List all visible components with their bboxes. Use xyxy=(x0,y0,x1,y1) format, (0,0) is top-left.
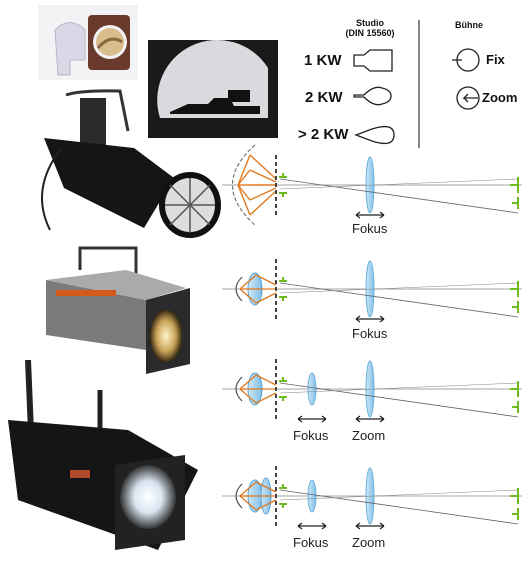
diagram-3-ray xyxy=(255,392,277,404)
diagram-1-screen xyxy=(510,177,519,209)
diagram-3-adjust-arrow-2 xyxy=(355,415,385,423)
lamp-1kw-label: 1 KW xyxy=(304,52,342,69)
diagram-3-ray xyxy=(239,374,257,390)
lamp-2kw-icon xyxy=(353,86,392,106)
diagram-2-adjust-arrow-1 xyxy=(355,315,385,323)
spotlight-1-illustration xyxy=(41,89,221,238)
diagram-4-screen xyxy=(510,488,519,520)
diagram-1-ray xyxy=(237,169,251,186)
diagram-1-ray xyxy=(237,184,251,216)
diagram-4-shutter xyxy=(279,484,287,508)
diagram-1-beam xyxy=(279,178,519,190)
diagram-3-reflector xyxy=(235,376,243,402)
diagram-4-beam xyxy=(279,489,519,501)
diagram-3-shutter xyxy=(279,377,287,401)
lamp-2kw-label: 2 KW xyxy=(305,89,343,106)
diagram-4-fokus-label: Fokus xyxy=(293,535,329,550)
diagram-4-ray xyxy=(255,481,277,493)
diagram-1-ray xyxy=(237,184,251,201)
diagram-2-beam xyxy=(279,282,519,294)
diagram-2-ray xyxy=(239,274,257,290)
diagram-3-beam xyxy=(279,382,519,418)
diagram-1-adjust-arrow-1 xyxy=(355,211,385,219)
diagram-3-fokus-label: Fokus xyxy=(293,428,329,443)
diagram-1-fokus-label: Fokus xyxy=(352,221,388,236)
diagram-2-shutter xyxy=(279,277,287,301)
buhne-header: Bühne xyxy=(455,20,483,30)
fix-mode-label: Fix xyxy=(486,52,505,67)
lamp-large-icon xyxy=(354,125,395,145)
diagram-4-adjust-arrow-2 xyxy=(355,522,385,530)
diagram-1-ray xyxy=(249,154,277,180)
optics-diagrams xyxy=(222,144,522,530)
lamp-large-label: > 2 KW xyxy=(298,126,349,143)
diagram-2-beam xyxy=(279,282,519,318)
spotlight-2-illustration xyxy=(46,246,190,374)
diagram-4-beam xyxy=(279,489,519,525)
diagram-3-ray xyxy=(239,388,257,404)
diagram-2-ray xyxy=(255,274,277,286)
diagram-4-zoom-label: Zoom xyxy=(352,535,386,550)
projection-photo xyxy=(148,39,278,138)
diagram-4-ray xyxy=(255,499,277,511)
gobo-illustration xyxy=(38,5,138,80)
diagram-4-reflector xyxy=(235,483,243,509)
zoom-mode-label: Zoom xyxy=(482,90,518,105)
diagram-3-zoom-label: Zoom xyxy=(352,428,386,443)
diagram-3-ray xyxy=(255,374,277,386)
diagram-4-adjust-arrow-1 xyxy=(297,522,327,530)
diagram-4-ray xyxy=(239,495,257,511)
diagram-2-fokus-label: Fokus xyxy=(352,326,388,341)
din-label: (DIN 15560) xyxy=(345,28,395,38)
diagram-4-lens-1 xyxy=(307,479,317,513)
studio-label: Studio xyxy=(356,18,384,28)
diagram-3-adjust-arrow-1 xyxy=(297,415,327,423)
diagram-1-ray xyxy=(249,187,277,201)
diagram-1-beam xyxy=(279,178,519,214)
studio-header: Studio (DIN 15560) xyxy=(330,18,410,38)
diagram-2-reflector xyxy=(235,276,243,302)
diagram-2-ray xyxy=(239,288,257,304)
diagram-1-ray xyxy=(237,154,251,186)
lamp-1kw-icon xyxy=(353,49,393,72)
diagram-2-ray xyxy=(255,292,277,304)
spotlight-3-illustration xyxy=(8,359,198,550)
diagram-4-ray xyxy=(239,481,257,497)
diagram-2-screen xyxy=(510,281,519,313)
diagram-1-ray xyxy=(249,190,277,216)
diagram-1-shutter xyxy=(279,173,287,197)
diagram-3-screen xyxy=(510,381,519,413)
diagram-3-beam xyxy=(279,382,519,394)
diagram-1-ray xyxy=(249,169,277,183)
diagram-3-lens-1 xyxy=(307,372,317,406)
